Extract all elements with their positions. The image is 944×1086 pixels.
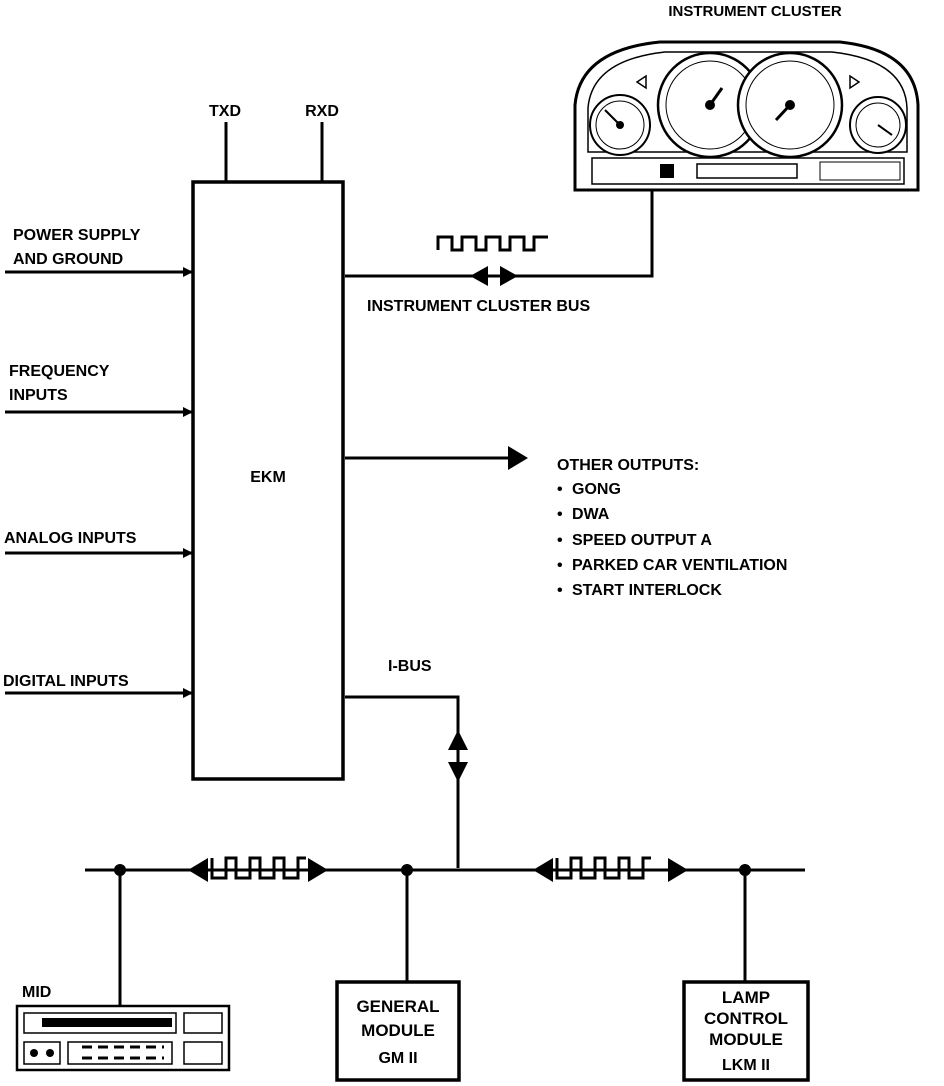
analog-inputs-label: ANALOG INPUTS (4, 530, 137, 547)
lamp-control-module-box (682, 980, 810, 1082)
output-bullet-5: • (557, 582, 563, 599)
general-module-code: GM II (378, 1050, 417, 1067)
other-outputs-title: OTHER OUTPUTS: (557, 457, 699, 474)
i-bus-bidirectional-arrow (448, 730, 468, 782)
lamp-module-line2: CONTROL (704, 1009, 788, 1028)
general-module-box (335, 980, 461, 1082)
left-bus-arrow-left (188, 858, 208, 882)
cluster-bus-pulse-signal (436, 235, 548, 252)
output-item-gong: GONG (572, 481, 621, 498)
lamp-module-line1: LAMP (722, 988, 770, 1007)
instrument-cluster-title: INSTRUMENT CLUSTER (668, 3, 841, 20)
output-bullet-3: • (557, 532, 563, 549)
instrument-cluster-bus-line (345, 189, 654, 278)
i-bus-vertical-line (345, 695, 460, 868)
right-bus-pulse-signal (555, 856, 651, 880)
right-bus-arrow-left (533, 858, 553, 882)
lamp-module-line3: MODULE (709, 1030, 783, 1049)
output-item-parked-car: PARKED CAR VENTILATION (572, 557, 787, 574)
txd-label: TXD (209, 103, 241, 120)
lamp-module-code: LKM II (722, 1057, 770, 1074)
mid-device-illustration (15, 1004, 231, 1072)
instrument-cluster-bus-label: INSTRUMENT CLUSTER BUS (367, 298, 590, 315)
ekm-label: EKM (250, 469, 286, 486)
frequency-label: FREQUENCY (9, 363, 110, 380)
output-bullet-2: • (557, 506, 563, 523)
general-module-line2: MODULE (361, 1021, 435, 1040)
left-bus-arrow-right (308, 858, 328, 882)
left-bus-pulse-signal (210, 856, 306, 880)
output-bullet-1: • (557, 481, 563, 498)
rxd-label: RXD (305, 103, 339, 120)
digital-inputs-label: DIGITAL INPUTS (3, 673, 129, 690)
output-bullet-4: • (557, 557, 563, 574)
ekm-box (191, 180, 345, 781)
mid-label: MID (22, 984, 51, 1001)
output-item-speed: SPEED OUTPUT A (572, 532, 712, 549)
inputs-label: INPUTS (9, 387, 68, 404)
right-bus-arrow-right (668, 858, 688, 882)
i-bus-label: I-BUS (388, 658, 432, 675)
general-module-line1: GENERAL (356, 997, 439, 1016)
output-item-dwa: DWA (572, 506, 610, 523)
cluster-bus-bidirectional-arrow (470, 266, 518, 286)
instrument-cluster-illustration (573, 40, 920, 192)
power-supply-label: POWER SUPPLY (13, 227, 141, 244)
and-ground-label: AND GROUND (13, 251, 123, 268)
output-item-start-interlock: START INTERLOCK (572, 582, 722, 599)
